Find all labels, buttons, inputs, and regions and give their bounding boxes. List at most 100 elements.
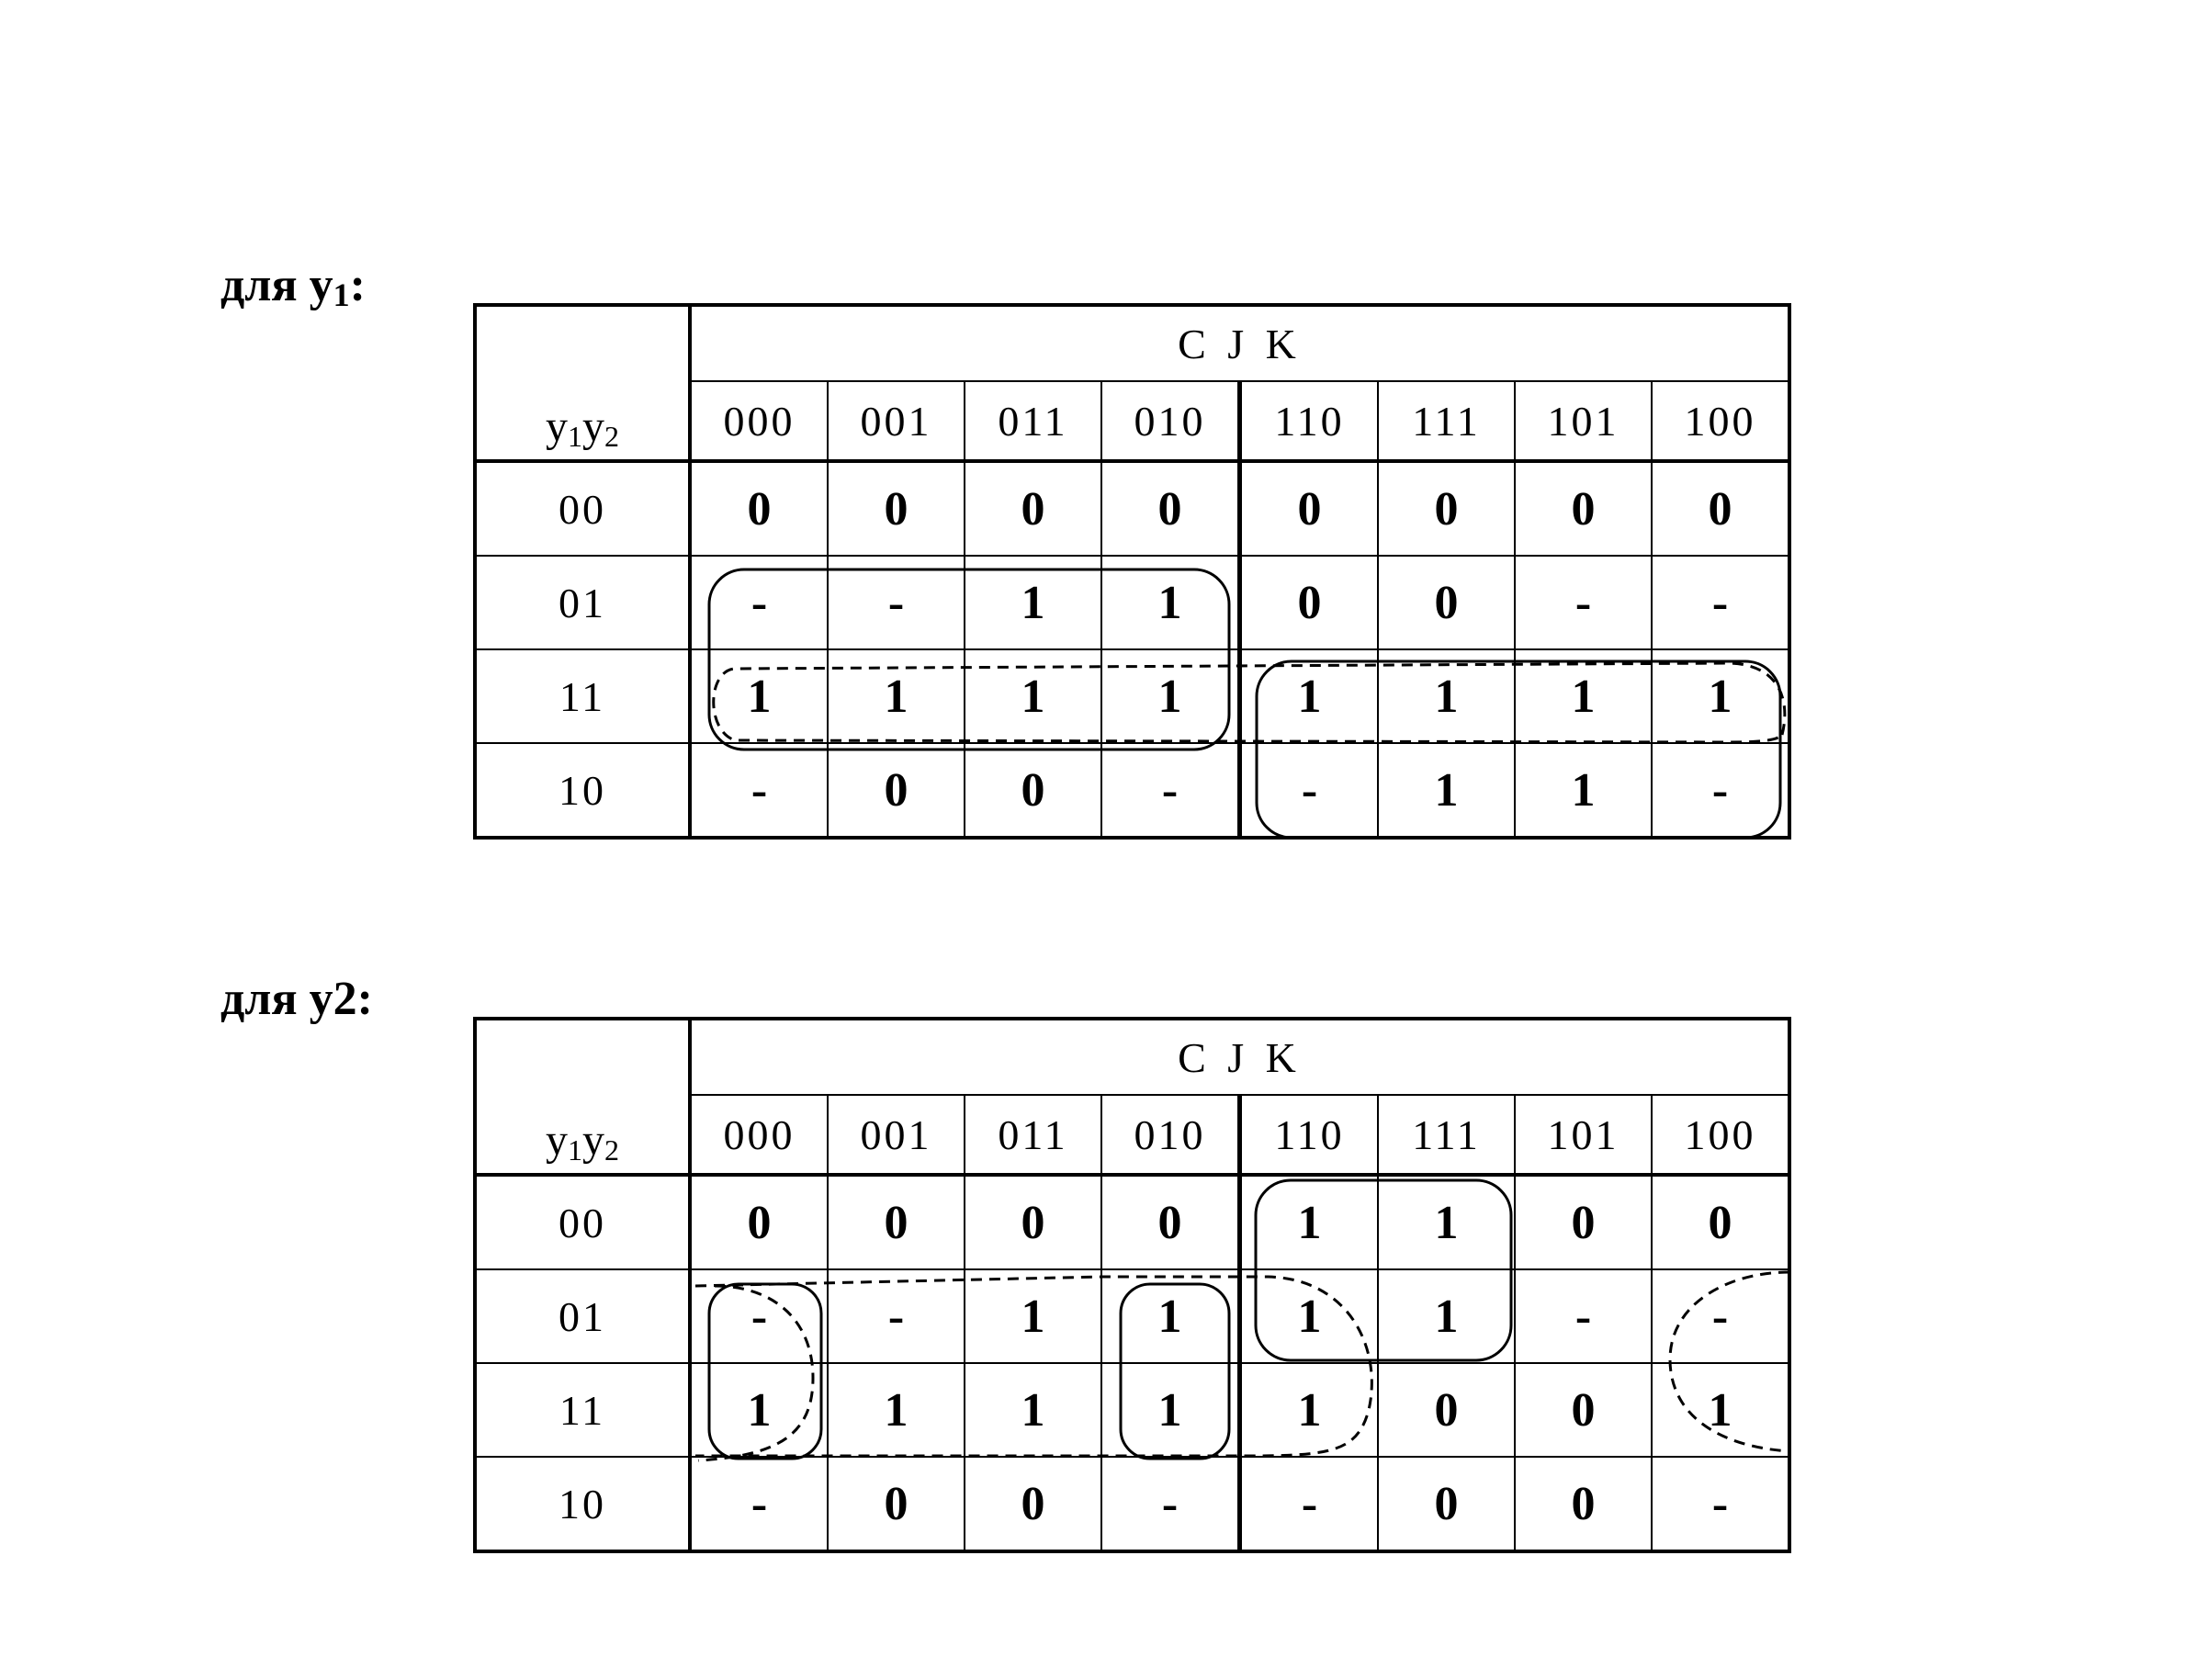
corner-index: 1 (568, 420, 582, 453)
map-cell: 0 (1100, 460, 1241, 557)
corner-index: 2 (604, 420, 619, 453)
column-code: 000 (689, 1094, 829, 1177)
table-row: 01 - - 1 1 0 0 - - (474, 555, 1790, 650)
corner-var: y (546, 1116, 568, 1165)
kmap-y1-corner: y1y2 (474, 304, 692, 463)
map-cell: 0 (1377, 460, 1516, 557)
column-code: 101 (1514, 1094, 1653, 1177)
column-code: 110 (1237, 380, 1379, 463)
map-cell: 1 (1100, 555, 1241, 650)
map-cell: 1 (1100, 1362, 1241, 1458)
map-cell: 1 (1651, 1362, 1790, 1458)
heading-y1-suffix: : (349, 259, 366, 311)
map-cell: - (1514, 555, 1653, 650)
map-cell: - (1237, 742, 1379, 839)
map-cell: - (1651, 1268, 1790, 1364)
column-code: 101 (1514, 380, 1653, 463)
map-cell: - (827, 1268, 965, 1364)
map-cell: 0 (1237, 555, 1379, 650)
map-cell: 0 (827, 460, 965, 557)
kmap-y2-corner: y1y2 (474, 1018, 692, 1177)
map-cell: 1 (1237, 1174, 1379, 1270)
map-cell: 0 (827, 1174, 965, 1270)
heading-y1-prefix: для y (220, 259, 333, 311)
map-cell: 1 (1514, 648, 1653, 744)
kmap-y2-top-vars: C J K (689, 1018, 1790, 1096)
map-cell: 1 (1514, 742, 1653, 839)
row-code: 11 (474, 648, 692, 744)
map-cell: 0 (1514, 1174, 1653, 1270)
row-code: 10 (474, 1456, 692, 1552)
map-cell: 0 (1377, 555, 1516, 650)
row-code: 10 (474, 742, 692, 839)
map-cell: 1 (827, 1362, 965, 1458)
map-cell: 0 (1377, 1456, 1516, 1552)
map-cell: 0 (827, 1456, 965, 1552)
kmap-y1-top-vars: C J K (689, 304, 1790, 382)
heading-y2-prefix: для y (220, 973, 333, 1025)
map-cell: - (1651, 1456, 1790, 1552)
column-code: 010 (1100, 380, 1241, 463)
map-cell: 0 (1514, 1362, 1653, 1458)
table-row: 11 1 1 1 1 1 1 1 1 (474, 648, 1790, 744)
map-cell: 0 (964, 1174, 1102, 1270)
map-cell: 0 (1100, 1174, 1241, 1270)
map-cell: 1 (1237, 1268, 1379, 1364)
heading-y2: для y2: (220, 975, 373, 1023)
kmap-y2: y1y2 C J K 000 001 011 010 110 111 101 1… (473, 1017, 1791, 1553)
map-cell: 0 (1651, 1174, 1790, 1270)
table-row: 00 0 0 0 0 1 1 0 0 (474, 1174, 1790, 1270)
column-code: 100 (1651, 380, 1790, 463)
corner-var: y (546, 402, 568, 451)
map-cell: 1 (1651, 648, 1790, 744)
map-cell: 0 (1651, 460, 1790, 557)
kmap-y1: y1y2 C J K 000 001 011 010 110 111 101 1… (473, 303, 1791, 840)
map-cell: 0 (964, 742, 1102, 839)
heading-y2-index: 2 (333, 973, 357, 1025)
map-cell: 1 (689, 648, 829, 744)
table-row: 00 0 0 0 0 0 0 0 0 (474, 460, 1790, 557)
map-cell: - (689, 555, 829, 650)
column-code: 110 (1237, 1094, 1379, 1177)
map-cell: 0 (689, 460, 829, 557)
map-cell: 0 (964, 460, 1102, 557)
table-row: 11 1 1 1 1 1 0 0 1 (474, 1362, 1790, 1458)
map-cell: - (1100, 1456, 1241, 1552)
map-cell: 1 (964, 555, 1102, 650)
map-cell: - (689, 1268, 829, 1364)
map-cell: - (1100, 742, 1241, 839)
map-cell: 0 (1377, 1362, 1516, 1458)
map-cell: - (1651, 742, 1790, 839)
map-cell: 0 (1514, 1456, 1653, 1552)
corner-var: y (582, 402, 604, 451)
map-cell: 0 (689, 1174, 829, 1270)
corner-var: y (582, 1116, 604, 1165)
map-cell: 1 (1377, 1174, 1516, 1270)
map-cell: - (827, 555, 965, 650)
table-row: 01 - - 1 1 1 1 - - (474, 1268, 1790, 1364)
table-row: 10 - 0 0 - - 1 1 - (474, 742, 1790, 839)
corner-index: 1 (568, 1133, 582, 1167)
column-code: 011 (964, 380, 1102, 463)
map-cell: 0 (1514, 460, 1653, 557)
column-code: 111 (1377, 380, 1516, 463)
map-cell: 1 (1377, 1268, 1516, 1364)
map-cell: - (689, 1456, 829, 1552)
map-cell: - (1514, 1268, 1653, 1364)
row-code: 00 (474, 460, 692, 557)
map-cell: 1 (1237, 1362, 1379, 1458)
corner-index: 2 (604, 1133, 619, 1167)
map-cell: 1 (964, 648, 1102, 744)
map-cell: - (1651, 555, 1790, 650)
map-cell: - (1237, 1456, 1379, 1552)
map-cell: 1 (689, 1362, 829, 1458)
row-code: 11 (474, 1362, 692, 1458)
heading-y1: для y1: (220, 259, 366, 312)
map-cell: 0 (1237, 460, 1379, 557)
map-cell: 1 (1377, 648, 1516, 744)
row-code: 01 (474, 555, 692, 650)
heading-y2-suffix: : (356, 973, 373, 1025)
row-code: 00 (474, 1174, 692, 1270)
map-cell: 0 (964, 1456, 1102, 1552)
column-code: 001 (827, 1094, 965, 1177)
